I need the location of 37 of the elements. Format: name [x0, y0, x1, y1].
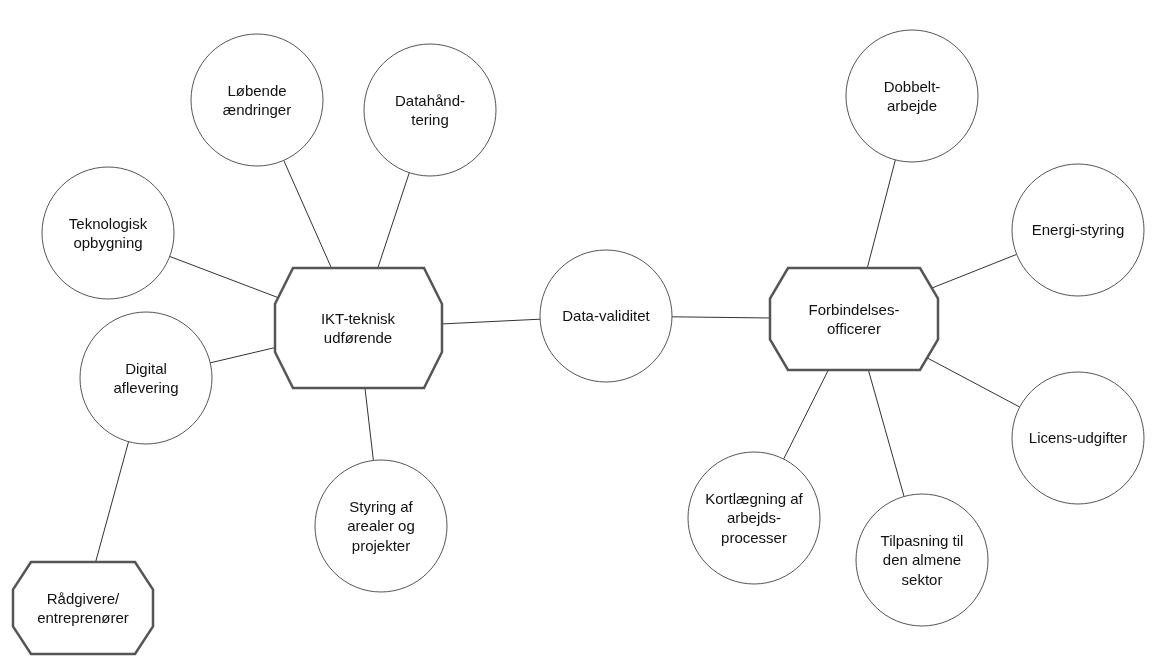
octagon-node	[770, 268, 938, 370]
circle-node	[856, 494, 988, 626]
circle-node	[364, 44, 496, 176]
connector-line	[931, 253, 1018, 289]
connector-line	[95, 441, 130, 563]
circle-node	[540, 250, 672, 382]
connector-line	[209, 347, 275, 364]
node-label: Kortlægning af arbejds-processer	[704, 488, 804, 548]
node-label: Tilpasning til den almene sektor	[879, 530, 965, 590]
circle-node	[80, 312, 212, 444]
circle-node	[1012, 164, 1144, 296]
node-label: Forbindelses-officerer	[807, 299, 901, 339]
circle-node	[688, 452, 820, 584]
node-label: Styring af arealer og projekter	[346, 496, 416, 556]
node-label: Licens-udgifter	[1027, 428, 1129, 448]
node-label: Digital aflevering	[112, 358, 180, 398]
node-label: Teknologisk opbygning	[67, 213, 149, 253]
circle-node	[1012, 372, 1144, 504]
connector-line	[926, 357, 1021, 408]
circle-node	[846, 30, 978, 162]
node-label: Energi-styring	[1030, 220, 1126, 240]
circle-node	[191, 34, 323, 166]
connector-line	[283, 159, 332, 269]
connector-line	[866, 159, 896, 269]
connector-line	[377, 172, 410, 269]
connector-line	[671, 316, 771, 319]
node-label: IKT-teknisk udførende	[319, 308, 397, 348]
node-label: Rådgivere/ entreprenører	[36, 588, 130, 628]
connector-line	[441, 318, 541, 325]
circle-node	[42, 167, 174, 299]
node-label: Data-validitet	[561, 306, 651, 326]
circle-node	[315, 460, 447, 592]
node-label: Løbende ændringer	[221, 80, 293, 120]
node-label: Datahånd-tering	[393, 90, 467, 130]
octagon-node	[274, 268, 442, 388]
octagon-node	[13, 562, 153, 654]
node-label: Dobbelt-arbejde	[882, 76, 942, 116]
